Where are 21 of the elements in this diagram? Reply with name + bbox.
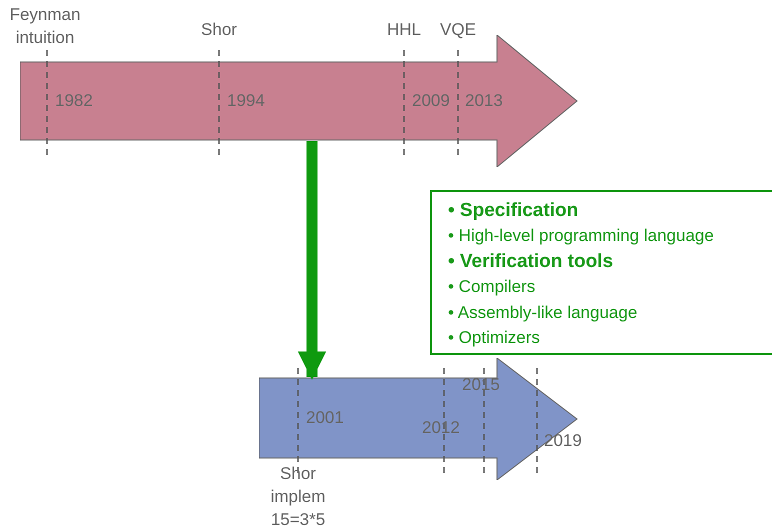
- year-label: 2013: [465, 91, 503, 111]
- year-label: 2019: [544, 431, 582, 451]
- year-label: 2012: [422, 418, 460, 438]
- year-label: 2009: [412, 91, 450, 111]
- year-label: 2001: [306, 408, 344, 428]
- list-item: • Specification: [448, 199, 580, 223]
- event-label: VQE: [439, 19, 477, 41]
- event-label: HHL: [386, 19, 422, 41]
- arrow: [298, 141, 326, 380]
- year-label: 2015: [462, 375, 500, 395]
- event-label: Shor implem 15=3*5: [270, 463, 326, 531]
- event-label: Feynman intuition: [8, 4, 82, 49]
- list-item: • Compilers: [448, 276, 536, 298]
- event-label: Shor: [200, 19, 238, 41]
- list-item: • High-level programming language: [448, 225, 715, 248]
- list-item: • Optimizers: [448, 327, 541, 350]
- list-item: • Verification tools: [448, 250, 614, 274]
- list-panel: [430, 190, 772, 355]
- list-item: • Assembly-like language: [448, 302, 638, 324]
- year-label: 1994: [227, 91, 265, 111]
- year-label: 1982: [55, 91, 93, 111]
